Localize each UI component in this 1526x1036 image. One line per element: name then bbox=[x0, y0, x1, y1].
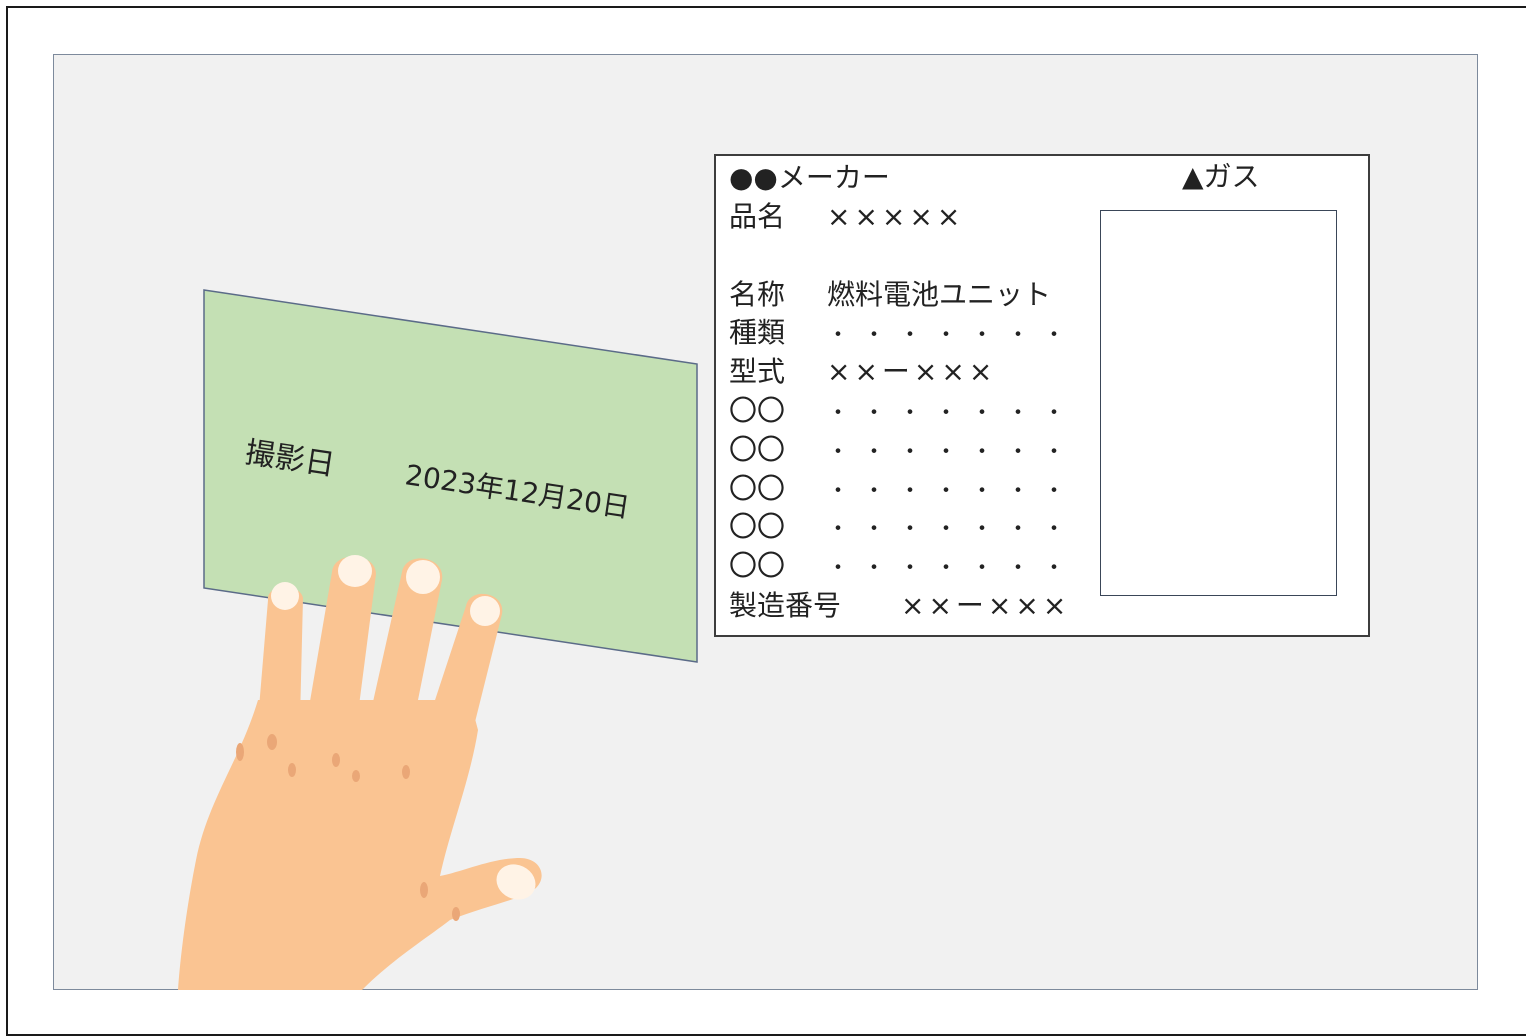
row-label: 名称 bbox=[729, 278, 786, 311]
row-value: ××××× bbox=[827, 200, 965, 233]
nameplate-row-serial: 製造番号 ××ー××× bbox=[729, 592, 1070, 620]
row-label: 〇〇 bbox=[729, 472, 786, 505]
nameplate-row-model: 型式 ××ー××× bbox=[729, 358, 996, 386]
row-label: 種類 bbox=[729, 316, 786, 349]
nameplate-row-item: 〇〇 ・・・・・・・ bbox=[729, 475, 1079, 503]
row-value: ・・・・・・・ bbox=[827, 556, 1080, 581]
nameplate-maker: ●●メーカー bbox=[729, 161, 890, 194]
row-label: 品名 bbox=[729, 200, 786, 233]
row-value: ・・・・・・・ bbox=[827, 323, 1080, 348]
date-sign-board bbox=[203, 289, 698, 663]
hand-illustration bbox=[178, 555, 542, 990]
nameplate-row-item: 〇〇 ・・・・・・・ bbox=[729, 397, 1079, 425]
nameplate-row-item: 〇〇 ・・・・・・・ bbox=[729, 552, 1079, 580]
row-value: ・・・・・・・ bbox=[827, 440, 1080, 465]
row-value: ××ー××× bbox=[901, 589, 1071, 622]
nameplate-row-name: 名称 燃料電池ユニット bbox=[729, 281, 1051, 309]
nameplate-gas: ▲ガス bbox=[1182, 160, 1260, 193]
row-value: ・・・・・・・ bbox=[827, 517, 1080, 542]
nameplate-row-product: 品名 ××××× bbox=[729, 203, 964, 231]
nameplate-row-item: 〇〇 ・・・・・・・ bbox=[729, 513, 1079, 541]
row-value: 燃料電池ユニット bbox=[827, 278, 1052, 311]
row-label: 〇〇 bbox=[729, 394, 786, 427]
row-value: ・・・・・・・ bbox=[827, 479, 1080, 504]
nameplate-blank-box bbox=[1100, 210, 1337, 596]
row-label: 製造番号 bbox=[729, 589, 842, 622]
row-label: 型式 bbox=[729, 355, 786, 388]
row-label: 〇〇 bbox=[729, 510, 786, 543]
nameplate: ●●メーカー ▲ガス 品名××××× 名称燃料電池ユニット 種類・・・・・・・ … bbox=[714, 154, 1370, 637]
row-value: ・・・・・・・ bbox=[827, 401, 1080, 426]
row-label: 〇〇 bbox=[729, 433, 786, 466]
row-value: ××ー××× bbox=[827, 355, 997, 388]
nameplate-row-item: 〇〇 ・・・・・・・ bbox=[729, 436, 1079, 464]
nameplate-row-type: 種類 ・・・・・・・ bbox=[729, 319, 1079, 347]
row-label: 〇〇 bbox=[729, 549, 786, 582]
